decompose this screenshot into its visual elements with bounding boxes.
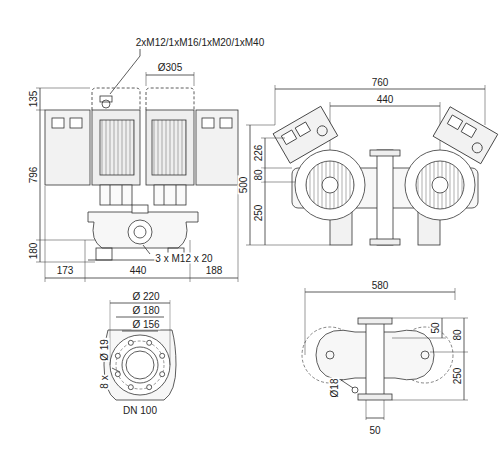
bolt-hole — [128, 385, 133, 390]
dimension: 80 — [452, 328, 463, 341]
dimension: 250 — [452, 367, 463, 386]
cable-gland-note: 2xM12/1xM16/1xM20/1xM40 — [135, 37, 265, 48]
thread-note: 3 x M12 x 20 — [154, 253, 213, 264]
dimension: 188 — [205, 265, 224, 276]
dimension: 440 — [129, 265, 148, 276]
dimension: 226 — [253, 144, 264, 163]
bolt-hole — [147, 340, 152, 345]
nominal-size: DN 100 — [122, 405, 158, 416]
bolt-hole — [160, 353, 165, 358]
bolt-hole — [147, 385, 152, 390]
dimension: Ø 180 — [131, 305, 160, 316]
dimension: 250 — [253, 204, 264, 223]
dimension: 500 — [238, 176, 249, 195]
dimension: 440 — [376, 94, 395, 105]
dimension: Ø18 — [329, 378, 340, 399]
dimension: 50 — [368, 425, 381, 436]
dimension: 135 — [28, 90, 39, 109]
foot-view — [302, 288, 468, 420]
dimension: Ø 220 — [131, 291, 160, 302]
dimension: 760 — [371, 77, 390, 88]
flange-view — [104, 300, 176, 400]
dimension: 580 — [371, 280, 390, 291]
dimension: Ø305 — [157, 62, 183, 73]
dimension: Ø 19 — [99, 338, 110, 362]
dimension: 173 — [56, 265, 75, 276]
dimension: 180 — [28, 242, 39, 261]
dimension: 50 — [430, 321, 441, 334]
dimension: 8 x — [99, 374, 110, 389]
bolt-hole — [128, 340, 133, 345]
dimension: Ø 156 — [131, 319, 160, 330]
front-view — [36, 49, 238, 282]
bolt-hole — [115, 353, 120, 358]
top-view — [246, 85, 498, 245]
dimension: 796 — [28, 166, 39, 185]
dimension: 80 — [253, 168, 264, 181]
bolt-hole — [160, 372, 165, 377]
bolt-hole — [115, 372, 120, 377]
